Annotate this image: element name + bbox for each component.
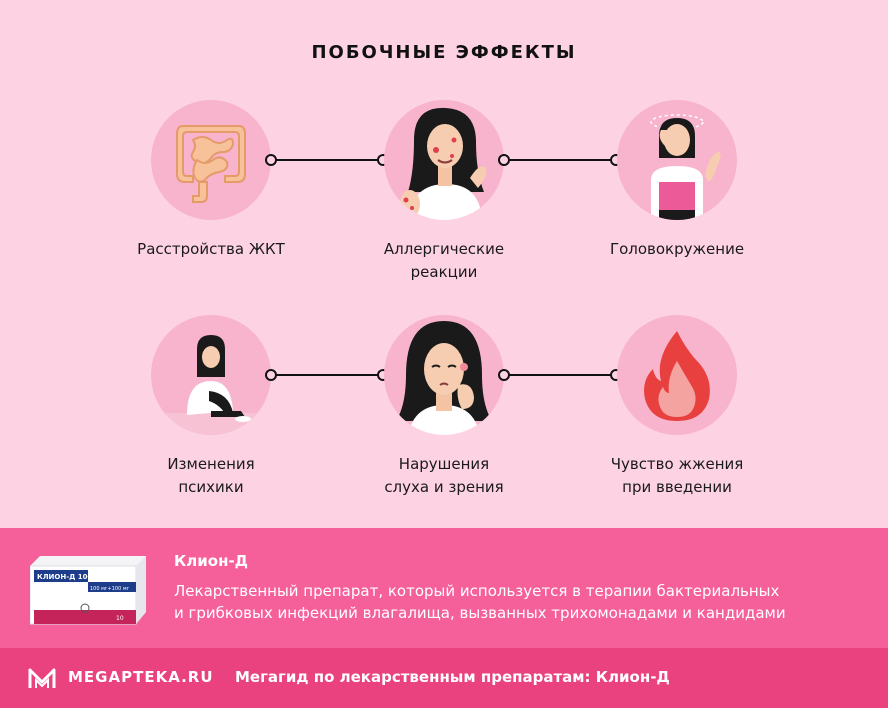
sad-woman-icon [151, 315, 271, 435]
connector-1-2 [265, 154, 389, 166]
box-brand-text: КЛИОН-Д 100 [37, 573, 93, 581]
connector-4-5 [265, 369, 389, 381]
label-line: психики [178, 478, 244, 496]
description-line: Лекарственный препарат, который использу… [174, 582, 780, 600]
intestines-icon [151, 100, 271, 220]
label-line: Головокружение [609, 240, 745, 258]
dizzy-woman-icon [617, 100, 737, 220]
label-line: Нарушения [398, 455, 490, 473]
label-line: Расстройства ЖКТ [137, 240, 285, 258]
label-line: слуха и зрения [384, 478, 504, 496]
page-title: ПОБОЧНЫЕ ЭФФЕКТЫ [311, 42, 577, 63]
effect-label-dizziness: Головокружение [577, 238, 777, 261]
connector-5-6 [498, 369, 622, 381]
megapteka-logo-text[interactable]: MEGAPTEKA.RU [68, 668, 214, 686]
effect-label-psyche: Изменения психики [111, 453, 311, 499]
effect-label-gi: Расстройства ЖКТ [111, 238, 311, 261]
footer: MEGAPTEKA.RU Мегагид по лекарственным пр… [0, 648, 888, 708]
megapteka-logo-icon[interactable] [28, 666, 56, 690]
label-line: Аллергические [383, 240, 505, 258]
allergic-woman-icon [384, 100, 504, 220]
medicine-box-image: КЛИОН-Д 100 100 мг+100 мг 10 [30, 556, 146, 625]
flame-icon [617, 315, 737, 435]
connector-2-3 [498, 154, 622, 166]
label-line: Чувство жжения [610, 455, 744, 473]
effect-label-allergy: Аллергические реакции [344, 238, 544, 284]
box-count-text: 10 [116, 615, 124, 622]
label-line: при введении [622, 478, 732, 496]
box-dose-text: 100 мг+100 мг [90, 586, 130, 592]
earache-woman-icon [384, 315, 504, 435]
product-band: КЛИОН-Д 100 100 мг+100 мг 10 Клион-Д Лек… [0, 528, 888, 648]
effect-label-hearing-vision: Нарушения слуха и зрения [344, 453, 544, 499]
effect-label-burning: Чувство жжения при введении [577, 453, 777, 499]
footer-caption: Мегагид по лекарственным препаратам: Кли… [235, 668, 670, 686]
label-line: Изменения [167, 455, 255, 473]
label-line: реакции [410, 263, 478, 281]
description-line: и грибковых инфекций влагалища, вызванны… [174, 604, 786, 622]
product-name: Клион-Д [174, 552, 249, 570]
product-description: Лекарственный препарат, который использу… [174, 580, 864, 624]
